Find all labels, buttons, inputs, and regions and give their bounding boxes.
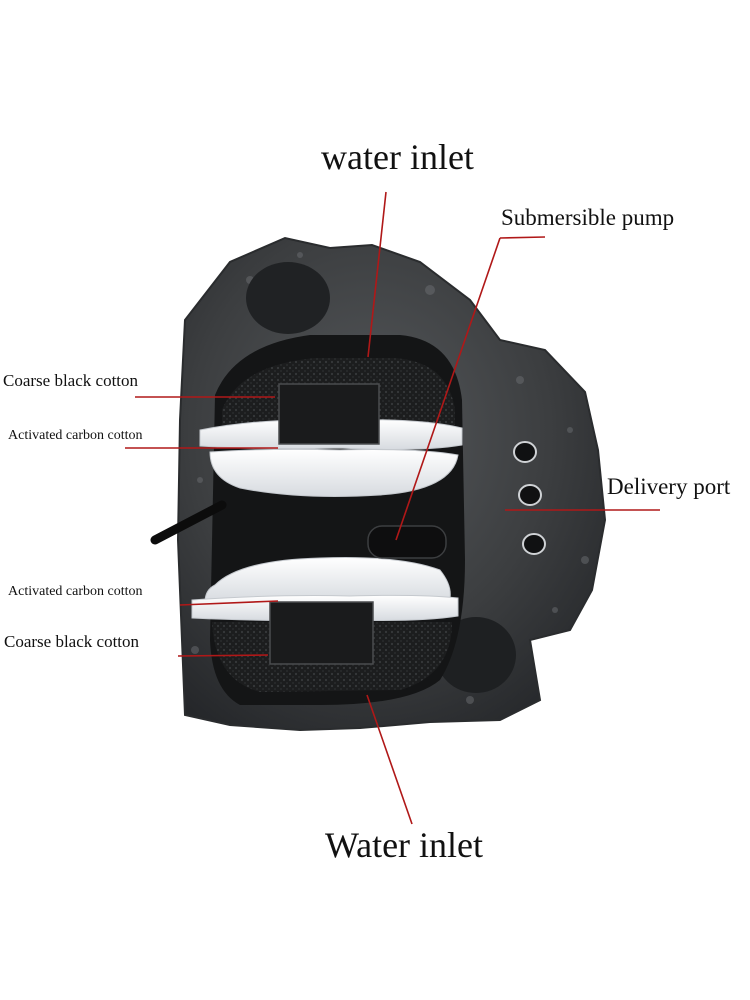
label-activated-carbon-cotton-top: Activated carbon cotton — [8, 428, 143, 443]
bottom-clip — [269, 601, 374, 665]
label-coarse-black-cotton-top: Coarse black cotton — [3, 371, 139, 390]
top-carbon-cotton-lower — [209, 448, 459, 497]
label-submersible-pump: Submersible pump — [501, 205, 675, 230]
top-clip — [278, 383, 380, 445]
leader-carbon-bottom — [179, 600, 279, 606]
leader-coarse-bottom — [177, 654, 269, 657]
rock-hollow-top — [246, 262, 330, 334]
leader-submersible-pump-diag — [395, 237, 501, 541]
leader-water-inlet-bottom — [366, 694, 413, 825]
label-water-inlet-bottom: Water inlet — [325, 825, 484, 865]
label-coarse-black-cotton-bottom: Coarse black cotton — [4, 632, 140, 651]
pump-nozzle — [367, 525, 447, 559]
label-water-inlet-top: water inlet — [321, 137, 474, 177]
delivery-port-holes — [513, 441, 546, 555]
leader-submersible-pump — [499, 236, 546, 239]
leader-lines — [125, 191, 660, 825]
leader-water-inlet-top — [367, 191, 387, 358]
label-delivery-port: Delivery port — [607, 474, 731, 499]
power-cable — [150, 500, 227, 545]
rock-texture — [191, 252, 589, 704]
label-activated-carbon-cotton-bottom: Activated carbon cotton — [8, 584, 143, 599]
